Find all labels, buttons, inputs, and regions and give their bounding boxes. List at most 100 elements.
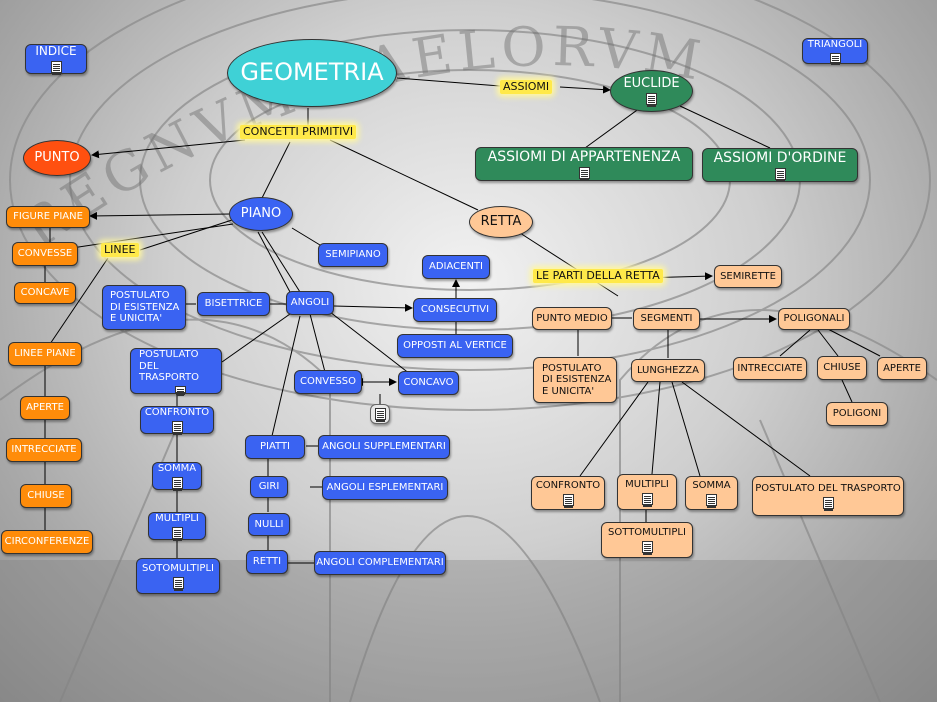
retti-label: RETTI	[252, 556, 282, 568]
confronto-peach-node[interactable]: CONFRONTO	[531, 476, 605, 510]
postulato-esistenza-piano-node[interactable]: POSTULATO DI ESISTENZA E UNICITA'	[102, 285, 186, 330]
multipli-blue-node[interactable]: MULTIPLI	[148, 512, 206, 541]
assiomi-ordine-node[interactable]: ASSIOMI D'ORDINE	[702, 148, 858, 183]
confronto-blue-label: CONFRONTO	[144, 407, 210, 419]
document-icon[interactable]	[171, 476, 183, 491]
multipli-blue-label: MULTIPLI	[155, 513, 199, 525]
convesse-node[interactable]: CONVESSE	[12, 242, 78, 266]
circonferenze-node[interactable]: CIRCONFERENZE	[1, 530, 93, 554]
giri-label: GIRI	[258, 481, 280, 493]
retta-node[interactable]: RETTA	[469, 206, 533, 238]
convesso-concavo-doc[interactable]	[370, 404, 390, 424]
angoli-esplementari-node[interactable]: ANGOLI ESPLEMENTARI	[322, 476, 448, 500]
retti-node[interactable]: RETTI	[246, 550, 288, 574]
somma-blue-label: SOMMA	[157, 463, 197, 475]
linee-piane-node[interactable]: LINEE PIANE	[8, 342, 82, 366]
concave-label: CONCAVE	[20, 287, 70, 299]
semipiano-node[interactable]: SEMIPIANO	[318, 243, 388, 267]
punto-label: PUNTO	[34, 149, 80, 165]
somma-peach-node[interactable]: SOMMA	[685, 476, 738, 510]
piano-node[interactable]: PIANO	[229, 197, 293, 231]
poligoni-label: POLIGONI	[832, 408, 882, 420]
figure-piane-node[interactable]: FIGURE PIANE	[6, 206, 90, 228]
bisettrice-label: BISETTRICE	[204, 298, 263, 310]
assiomi-appartenenza-label: ASSIOMI DI APPARTENENZA	[487, 148, 681, 165]
document-icon[interactable]	[172, 576, 184, 591]
document-icon[interactable]	[578, 167, 590, 182]
document-icon[interactable]	[374, 408, 386, 422]
figure-piane-label: FIGURE PIANE	[13, 211, 83, 223]
angoli-supplementari-node[interactable]: ANGOLI SUPPLEMENTARI	[318, 435, 450, 459]
lunghezza-node[interactable]: LUNGHEZZA	[631, 359, 705, 382]
chiuse-left-node[interactable]: CHIUSE	[20, 484, 72, 508]
bisettrice-node[interactable]: BISETTRICE	[197, 292, 270, 316]
document-icon[interactable]	[829, 52, 841, 65]
punto-node[interactable]: PUNTO	[23, 140, 91, 176]
nulli-node[interactable]: NULLI	[248, 513, 290, 536]
geometria-node[interactable]: GEOMETRIA	[227, 39, 397, 107]
confronto-blue-node[interactable]: CONFRONTO	[140, 406, 214, 435]
document-icon[interactable]	[646, 93, 657, 108]
assiomi-ordine-label: ASSIOMI D'ORDINE	[713, 149, 847, 166]
retta-label: RETTA	[480, 213, 522, 229]
postulato-esistenza-piano-label: POSTULATO DI ESISTENZA E UNICITA'	[110, 290, 180, 325]
assiomi-appartenenza-node[interactable]: ASSIOMI DI APPARTENENZA	[475, 147, 693, 182]
postulato-trasporto-retta-node[interactable]: POSTULATO DEL TRASPORTO	[752, 476, 904, 516]
poligonali-node[interactable]: POLIGONALI	[778, 308, 850, 330]
opposti-vertice-node[interactable]: OPPOSTI AL VERTICE	[397, 334, 513, 358]
sottomultipli-peach-node[interactable]: SOTTOMULTIPLI	[601, 522, 693, 558]
concave-node[interactable]: CONCAVE	[14, 282, 76, 304]
angoli-complementari-node[interactable]: ANGOLI COMPLEMENTARI	[314, 551, 446, 575]
semirette-node[interactable]: SEMIRETTE	[714, 265, 782, 288]
document-icon[interactable]	[562, 493, 574, 508]
postulato-trasporto-piano-node[interactable]: POSTULATO DEL TRASPORTO	[130, 348, 222, 395]
indice-label: INDICE	[35, 44, 77, 59]
document-icon[interactable]	[174, 385, 186, 395]
sotomultipli-blue-node[interactable]: SOTOMULTIPLI	[136, 558, 220, 594]
somma-blue-node[interactable]: SOMMA	[152, 462, 202, 491]
punto-medio-node[interactable]: PUNTO MEDIO	[532, 307, 612, 330]
euclide-label: EUCLIDE	[623, 75, 680, 91]
poligoni-node[interactable]: POLIGONI	[826, 402, 888, 426]
postulato-esistenza-retta-node[interactable]: POSTULATO DI ESISTENZA E UNICITA'	[533, 357, 617, 403]
chiuse-left-label: CHIUSE	[27, 490, 65, 502]
adiacenti-node[interactable]: ADIACENTI	[422, 255, 490, 279]
aperte-peach-node[interactable]: APERTE	[877, 357, 927, 380]
document-icon[interactable]	[171, 526, 183, 541]
piatti-node[interactable]: PIATTI	[245, 435, 305, 459]
aperte-left-label: APERTE	[26, 402, 64, 414]
concavo-node[interactable]: CONCAVO	[398, 371, 459, 395]
postulato-trasporto-retta-label: POSTULATO DEL TRASPORTO	[755, 483, 901, 495]
triangoli-button[interactable]: TRIANGOLI	[802, 38, 868, 65]
document-icon[interactable]	[50, 60, 62, 75]
piano-label: PIANO	[240, 205, 282, 221]
chiuse-peach-node[interactable]: CHIUSE	[817, 356, 867, 380]
intrecciate-left-label: INTRECCIATE	[11, 444, 77, 456]
angoli-node[interactable]: ANGOLI	[286, 291, 334, 315]
intrecciate-left-node[interactable]: INTRECCIATE	[6, 438, 82, 462]
document-icon[interactable]	[171, 420, 183, 435]
angoli-complementari-label: ANGOLI COMPLEMENTARI	[316, 557, 444, 569]
chiuse-peach-label: CHIUSE	[823, 362, 861, 374]
nulli-label: NULLI	[254, 518, 284, 530]
consecutivi-node[interactable]: CONSECUTIVI	[413, 298, 497, 322]
segmenti-node[interactable]: SEGMENTI	[633, 308, 700, 330]
semirette-label: SEMIRETTE	[720, 270, 776, 282]
aperte-left-node[interactable]: APERTE	[20, 396, 70, 420]
postulato-trasporto-piano-label: POSTULATO DEL TRASPORTO	[139, 349, 199, 383]
consecutivi-label: CONSECUTIVI	[420, 304, 490, 316]
concavo-label: CONCAVO	[403, 377, 454, 389]
aperte-peach-label: APERTE	[883, 362, 921, 374]
multipli-peach-node[interactable]: MULTIPLI	[617, 474, 677, 510]
document-icon[interactable]	[774, 168, 786, 183]
document-icon[interactable]	[641, 540, 653, 555]
convesso-node[interactable]: CONVESSO	[294, 370, 362, 394]
intrecciate-peach-node[interactable]: INTRECCIATE	[733, 357, 807, 380]
indice-button[interactable]: INDICE	[25, 44, 87, 75]
document-icon[interactable]	[641, 492, 653, 507]
giri-node[interactable]: GIRI	[250, 476, 288, 498]
document-icon[interactable]	[822, 496, 834, 511]
euclide-node[interactable]: EUCLIDE	[610, 70, 693, 112]
document-icon[interactable]	[706, 493, 717, 508]
